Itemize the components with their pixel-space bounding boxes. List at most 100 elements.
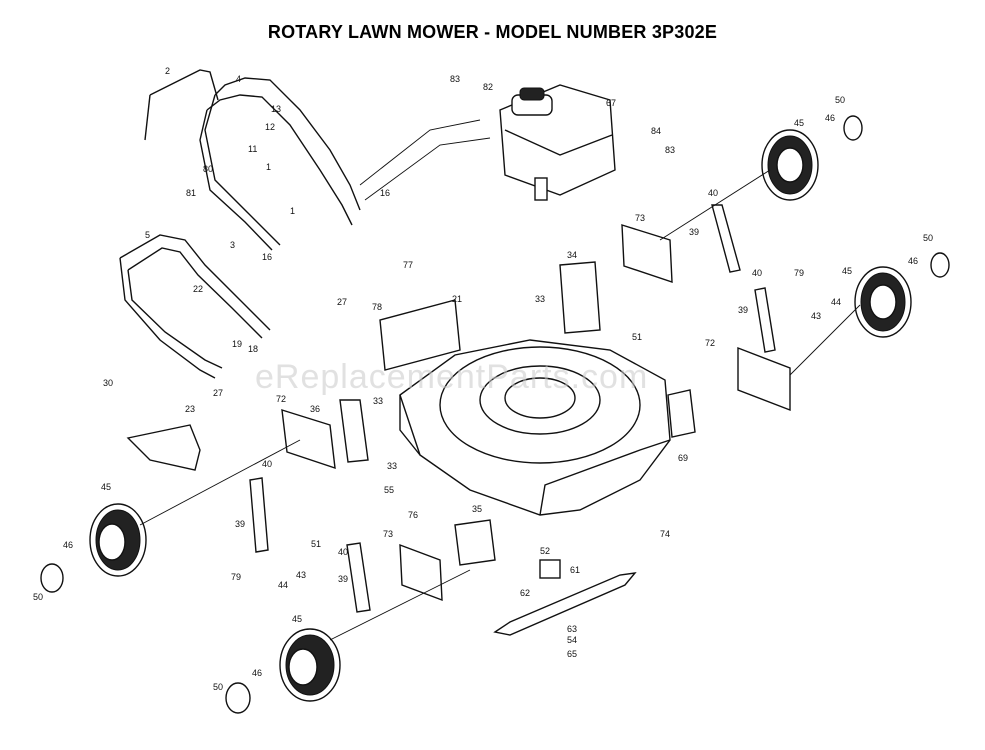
part-number-label: 27 (213, 388, 223, 398)
part-number-label: 72 (705, 338, 715, 348)
part-number-label: 78 (372, 302, 382, 312)
plate-69 (667, 389, 696, 438)
part-number-label: 61 (570, 565, 580, 575)
part-number-label: 80 (203, 164, 213, 174)
part-number-label: 39 (338, 574, 348, 584)
part-number-label: 63 (567, 624, 577, 634)
bracket-72-right (737, 346, 791, 412)
part-number-label: 12 (265, 122, 275, 132)
part-number-label: 73 (635, 213, 645, 223)
part-number-label: 27 (337, 297, 347, 307)
part-number-label: 46 (908, 256, 918, 266)
part-number-label: 1 (290, 206, 295, 216)
part-number-label: 81 (186, 188, 196, 198)
part-number-label: 1 (266, 162, 271, 172)
part-number-label: 5 (145, 230, 150, 240)
part-number-label: 2 (165, 66, 170, 76)
part-number-label: 19 (232, 339, 242, 349)
part-number-label: 67 (606, 98, 616, 108)
wheel-rear-left (279, 628, 341, 702)
mower-deck (399, 339, 671, 516)
part-number-label: 76 (408, 510, 418, 520)
part-number-label: 39 (689, 227, 699, 237)
part-number-label: 46 (63, 540, 73, 550)
wheel-front-left (89, 503, 147, 577)
hubcap-50-d (225, 682, 251, 714)
axle-right-top (659, 169, 771, 241)
part-number-label: 65 (567, 649, 577, 659)
part-number-label: 45 (842, 266, 852, 276)
part-number-label: 33 (535, 294, 545, 304)
hubcap-50-c (40, 563, 64, 593)
part-number-label: 43 (811, 311, 821, 321)
diagram-title: ROTARY LAWN MOWER - MODEL NUMBER 3P302E (267, 22, 718, 42)
part-number-label: 82 (483, 82, 493, 92)
part-number-label: 22 (193, 284, 203, 294)
axle-right-bottom (789, 304, 861, 376)
grass-deflector (126, 424, 201, 471)
part-number-label: 46 (825, 113, 835, 123)
control-bar (144, 69, 219, 141)
part-number-label: 33 (373, 396, 383, 406)
part-number-label: 54 (567, 635, 577, 645)
blade (493, 572, 637, 636)
part-number-label: 36 (310, 404, 320, 414)
part-number-label: 40 (262, 459, 272, 469)
part-number-label: 33 (387, 461, 397, 471)
part-number-label: 44 (278, 580, 288, 590)
part-number-label: 74 (660, 529, 670, 539)
part-number-label: 69 (678, 453, 688, 463)
part-number-label: 40 (752, 268, 762, 278)
part-number-label: 45 (292, 614, 302, 624)
part-number-label: 72 (276, 394, 286, 404)
bracket-34 (559, 261, 601, 334)
part-number-label: 16 (262, 252, 272, 262)
part-number-label: 46 (252, 668, 262, 678)
lever-40-c (249, 477, 269, 553)
part-number-label: 11 (248, 144, 257, 154)
part-number-label: 44 (831, 297, 841, 307)
part-number-label: 23 (185, 404, 195, 414)
part-number-label: 73 (383, 529, 393, 539)
lever-40-b (754, 287, 776, 353)
hubcap-50-a (843, 115, 863, 141)
part-number-label: 16 (380, 188, 390, 198)
baffle-35 (454, 519, 496, 566)
part-number-label: 51 (632, 332, 642, 342)
part-number-label: 21 (452, 294, 462, 304)
lever-40-a (711, 204, 741, 273)
part-number-label: 83 (665, 145, 675, 155)
part-number-label: 30 (103, 378, 113, 388)
wheel-rear-right (854, 266, 912, 338)
part-number-label: 43 (296, 570, 306, 580)
starter-rope (359, 119, 491, 201)
engine (499, 84, 616, 201)
part-number-label: 83 (450, 74, 460, 84)
part-number-label: 62 (520, 588, 530, 598)
part-number-label: 35 (472, 504, 482, 514)
part-number-label: 40 (708, 188, 718, 198)
part-number-label: 55 (384, 485, 394, 495)
rear-trail-shield (379, 299, 461, 371)
part-number-label: 79 (231, 572, 241, 582)
bracket-73-top (621, 224, 673, 283)
part-number-label: 4 (236, 74, 241, 84)
part-number-label: 45 (101, 482, 111, 492)
blade-adapter (539, 559, 561, 579)
axle-front (139, 439, 301, 526)
part-number-label: 50 (923, 233, 933, 243)
wheel-front-right (761, 129, 819, 201)
part-number-label: 45 (794, 118, 804, 128)
part-number-label: 50 (835, 95, 845, 105)
part-number-label: 84 (651, 126, 661, 136)
part-number-label: 52 (540, 546, 550, 556)
baffle-36 (339, 399, 369, 463)
axle-rear (329, 569, 471, 641)
part-number-label: 18 (248, 344, 258, 354)
part-number-label: 13 (271, 104, 281, 114)
part-number-label: 51 (311, 539, 321, 549)
part-number-label: 39 (738, 305, 748, 315)
part-number-label: 40 (338, 547, 348, 557)
part-number-label: 3 (230, 240, 235, 250)
